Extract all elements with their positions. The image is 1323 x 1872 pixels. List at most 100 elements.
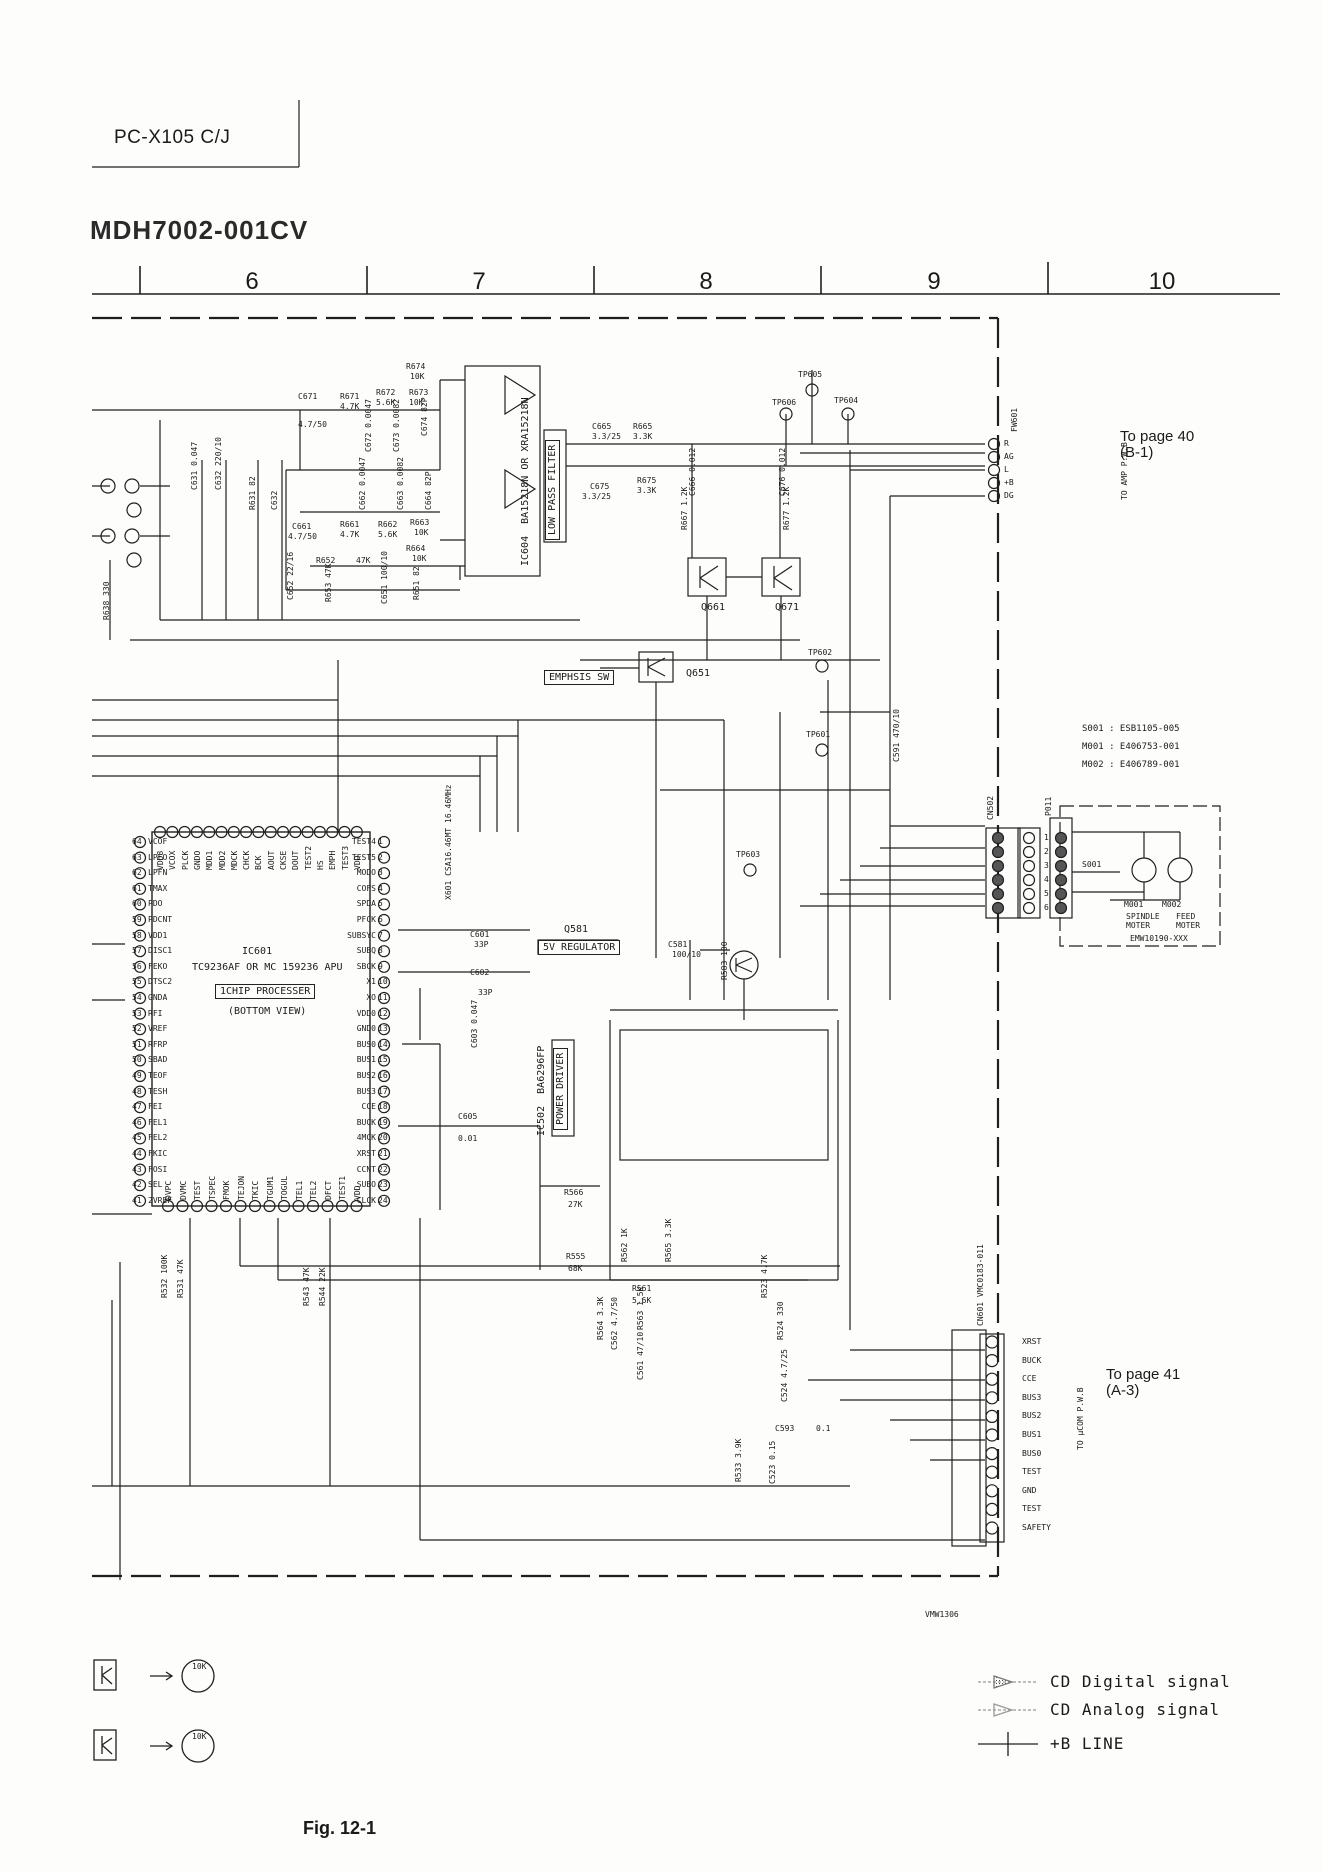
mech-feed-motor-label: FEED MOTER — [1176, 912, 1201, 930]
ic601-pin-number: 2 — [378, 852, 383, 862]
component-vertical-label: R523 4.7K — [760, 1254, 769, 1298]
ic601-pin-circle — [377, 1163, 391, 1176]
ic601-pin-number: 46 — [132, 1117, 142, 1127]
ic601-part: TC9236AF OR MC 159236 APU — [192, 962, 343, 973]
ic601-pin-circle — [133, 1038, 147, 1051]
component-vertical-label: R563 1.5K — [636, 1286, 645, 1330]
ic601-pin-signal: MDD2 — [217, 850, 227, 870]
ic601-pin-circle — [301, 825, 314, 839]
ic601-pin-number: 51 — [132, 1039, 142, 1049]
cn601-pin-circle — [985, 1372, 999, 1386]
tp604-label: TP604 — [834, 396, 859, 405]
component-label: R652 — [316, 556, 336, 565]
ic601-pin-signal: SBCK — [356, 961, 376, 971]
ic601-pin-signal: AOUT — [266, 850, 276, 870]
ic601-pin-number: 17 — [378, 1086, 388, 1096]
ic601-pin-number: 3 — [378, 868, 383, 878]
ic601-pin-circle — [377, 945, 391, 958]
ic601-pin-signal: BUCK — [356, 1117, 376, 1127]
p011-pin-circle — [1022, 845, 1036, 859]
ic601-pin-signal: GNDA — [148, 993, 168, 1002]
component-vertical-label: C591 470/10 — [892, 709, 901, 762]
ic601-pin-signal: SEL — [148, 1180, 163, 1190]
component-label: 5.6K — [378, 530, 398, 539]
cn601-pin-label: BUS1 — [1022, 1430, 1042, 1439]
component-vertical-label: C562 4.7/50 — [610, 1297, 619, 1350]
ic601-pin-signal: DISC1 — [148, 946, 173, 956]
ic601-pin-signal: XRST — [356, 1149, 376, 1158]
component-label: R675 — [637, 476, 657, 485]
ic601-pin-number: 18 — [378, 1102, 388, 1112]
ic601-pin-circle — [276, 825, 290, 839]
ic601-pin-circle — [377, 1132, 391, 1145]
ic601-pin-circle — [377, 1023, 391, 1036]
mech-switch-label: S001 — [1082, 860, 1102, 869]
component-label: R671 — [340, 392, 360, 401]
ic601-pin-circle — [133, 1069, 147, 1083]
ic601-pin-circle — [292, 1199, 305, 1213]
component-label: 47K — [356, 556, 371, 565]
ic601-pin-number: 21 — [378, 1149, 388, 1158]
ic601-pin-number: 8 — [378, 946, 383, 956]
ic601-pin-circle — [377, 991, 391, 1005]
ic601-pin-signal: CKSE — [279, 850, 288, 870]
ic601-pin-signal: TEL2 — [309, 1180, 318, 1200]
ic601-pin-signal: FOSI — [148, 1164, 168, 1174]
component-vertical-label: C603 0.047 — [470, 999, 479, 1048]
component-label: VMW1306 — [925, 1610, 959, 1619]
cn502-pin-number: 2 — [1044, 847, 1049, 856]
cn601-pin-label: TEST — [1022, 1467, 1042, 1477]
ic601-pin-circle — [377, 913, 391, 927]
cn502-pin-circle — [991, 901, 1005, 915]
ic601-pin-signal: RFRP — [148, 1039, 168, 1049]
component-label: C602 — [470, 968, 490, 977]
ic601-pin-signal: TEL1 — [294, 1180, 304, 1200]
ic601-pin-circle — [350, 825, 363, 839]
ic601-pin-circle — [205, 1199, 218, 1213]
ic601-pin-number: 41 — [132, 1195, 142, 1205]
ic601-pin-number: 9 — [378, 961, 383, 971]
component-vertical-label: C651 100/10 — [380, 551, 389, 604]
cn601-pin-circle — [985, 1465, 999, 1479]
fw601-pin-circle — [987, 450, 1001, 464]
ic601-pin-number: 58 — [132, 930, 142, 940]
component-label: 0.01 — [458, 1134, 478, 1143]
fw601-pin-label: R — [1004, 439, 1009, 448]
ic601-pin-circle — [133, 1023, 147, 1036]
ic601-pin-signal: PLCK — [180, 850, 190, 870]
transistor-legend-2-value: 10K — [192, 1732, 207, 1741]
component-label: R561 — [632, 1284, 652, 1293]
component-label: R664 — [406, 544, 426, 553]
model-number: PC-X105 C/J — [114, 127, 231, 148]
component-label: C593 — [775, 1424, 795, 1433]
ic601-pin-number: 53 — [132, 1008, 142, 1018]
ic601-pin-signal: PDO — [148, 899, 163, 909]
cn601-pin-circle — [985, 1484, 999, 1498]
ic601-pin-signal: TEST4 — [351, 837, 376, 846]
ic601-pin-signal: BCK — [254, 855, 264, 870]
cn502-pin-number: 1 — [1044, 833, 1049, 842]
cn601-pin-circle — [985, 1446, 999, 1461]
ic601-pin-signal: FEI — [148, 1102, 163, 1112]
ic601-pin-circle — [133, 1163, 147, 1176]
fw601-pin-circle — [987, 476, 1001, 490]
ic601-pin-circle — [133, 898, 147, 911]
component-vertical-label: R638 330 — [102, 581, 111, 620]
cn601-name: CN601 VMC0183-011 — [976, 1244, 985, 1326]
component-label: 33P — [478, 988, 493, 997]
ic601-pin-circle — [326, 825, 339, 839]
ic601-pin-signal: TMAX — [148, 883, 168, 893]
ic601-pin-signal: HS — [315, 860, 325, 870]
p011-pin-circle — [1022, 831, 1036, 845]
p011-pin-circle — [1022, 859, 1036, 873]
ic601-pin-number: 24 — [378, 1195, 388, 1205]
ic601-pin-circle — [133, 1116, 147, 1129]
ic601-pin-circle — [377, 1179, 391, 1192]
ic601-pin-circle — [277, 1199, 291, 1213]
parts-list-m002: M002 : E406789-001 — [1082, 760, 1180, 770]
ic601-pin-number: 4 — [378, 883, 383, 893]
component-vertical-label: R677 1.2K — [782, 486, 791, 530]
ic601-pin-circle — [335, 1199, 349, 1213]
